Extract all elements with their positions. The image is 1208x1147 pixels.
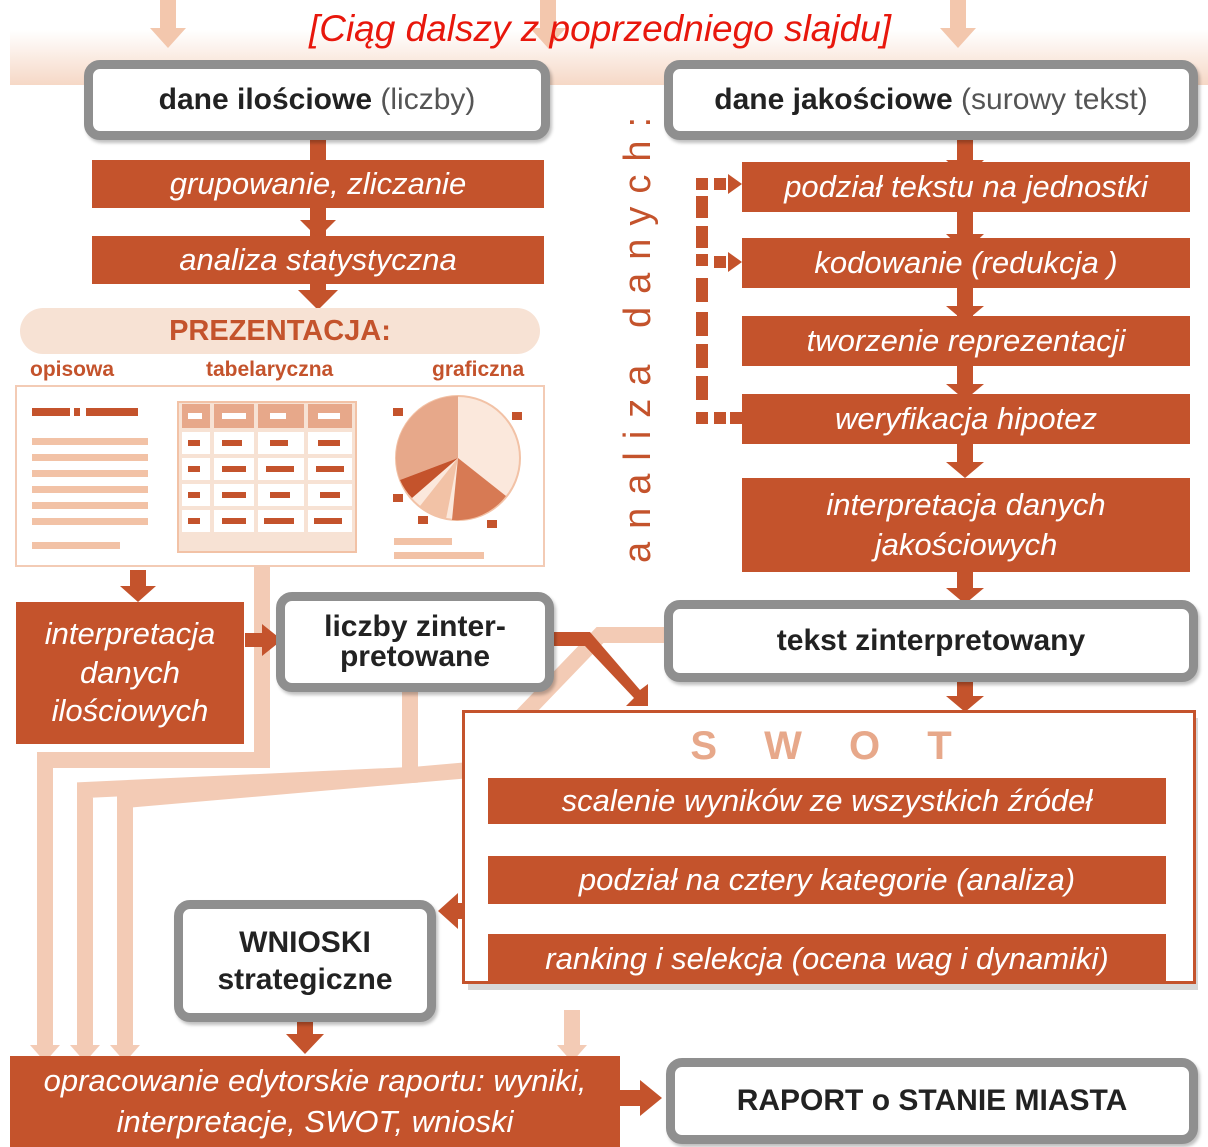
swot-step-ranking: ranking i selekcja (ocena wag i dynamiki… bbox=[488, 934, 1166, 984]
swot-step-merge: scalenie wyników ze wszystkich źródeł bbox=[488, 778, 1166, 824]
text-interpreted-box: tekst zinterpretowany bbox=[664, 600, 1198, 682]
statistical-analysis-step: analiza statystyczna bbox=[92, 236, 544, 284]
conclusions-line1: WNIOSKI bbox=[239, 925, 371, 959]
numbers-interpreted-box: liczby zinter-pretowane bbox=[276, 592, 554, 692]
report-editing-box: opracowanie edytorskie raportu: wyniki, … bbox=[10, 1056, 620, 1147]
qualitative-data-label: dane jakościowe bbox=[714, 83, 953, 116]
grouping-counting-step: grupowanie, zliczanie bbox=[92, 160, 544, 208]
quantitative-data-label: dane ilościowe bbox=[158, 83, 373, 116]
swot-title: S W O T bbox=[690, 724, 970, 768]
qual-step-segmentation: podział tekstu na jednostki bbox=[742, 162, 1190, 212]
slide-title: [Ciąg dalszy z poprzedniego slajdu] bbox=[308, 8, 892, 49]
quantitative-data-box: dane ilościowe (liczby) bbox=[84, 60, 550, 140]
qual-step-coding: kodowanie (redukcja ) bbox=[742, 238, 1190, 288]
conclusions-line2: strategiczne bbox=[217, 963, 393, 996]
strategic-conclusions-box: WNIOSKI strategiczne bbox=[174, 900, 436, 1022]
qualitative-data-note: (surowy tekst) bbox=[961, 83, 1148, 116]
city-report-box: RAPORT o STANIE MIASTA bbox=[666, 1058, 1198, 1144]
quantitative-interpretation-box: interpretacja danych ilościowych bbox=[16, 602, 244, 744]
swot-step-categorize: podział na cztery kategorie (analiza) bbox=[488, 856, 1166, 904]
presentation-heading: PREZENTACJA: bbox=[169, 315, 391, 347]
data-analysis-vertical-label: analiza danych: bbox=[617, 103, 659, 563]
presentation-type-descriptive: opisowa bbox=[30, 358, 115, 381]
presentation-type-tabular: tabelaryczna bbox=[206, 358, 334, 381]
presentation-type-graphic: graficzna bbox=[432, 358, 525, 381]
qual-step-interpretation: interpretacja danych jakościowych bbox=[742, 478, 1190, 572]
qual-step-representation: tworzenie reprezentacji bbox=[742, 316, 1190, 366]
qualitative-data-box: dane jakościowe (surowy tekst) bbox=[664, 60, 1198, 140]
quantitative-data-note: (liczby) bbox=[380, 83, 476, 116]
qual-step-hypothesis-verification: weryfikacja hipotez bbox=[742, 394, 1190, 444]
